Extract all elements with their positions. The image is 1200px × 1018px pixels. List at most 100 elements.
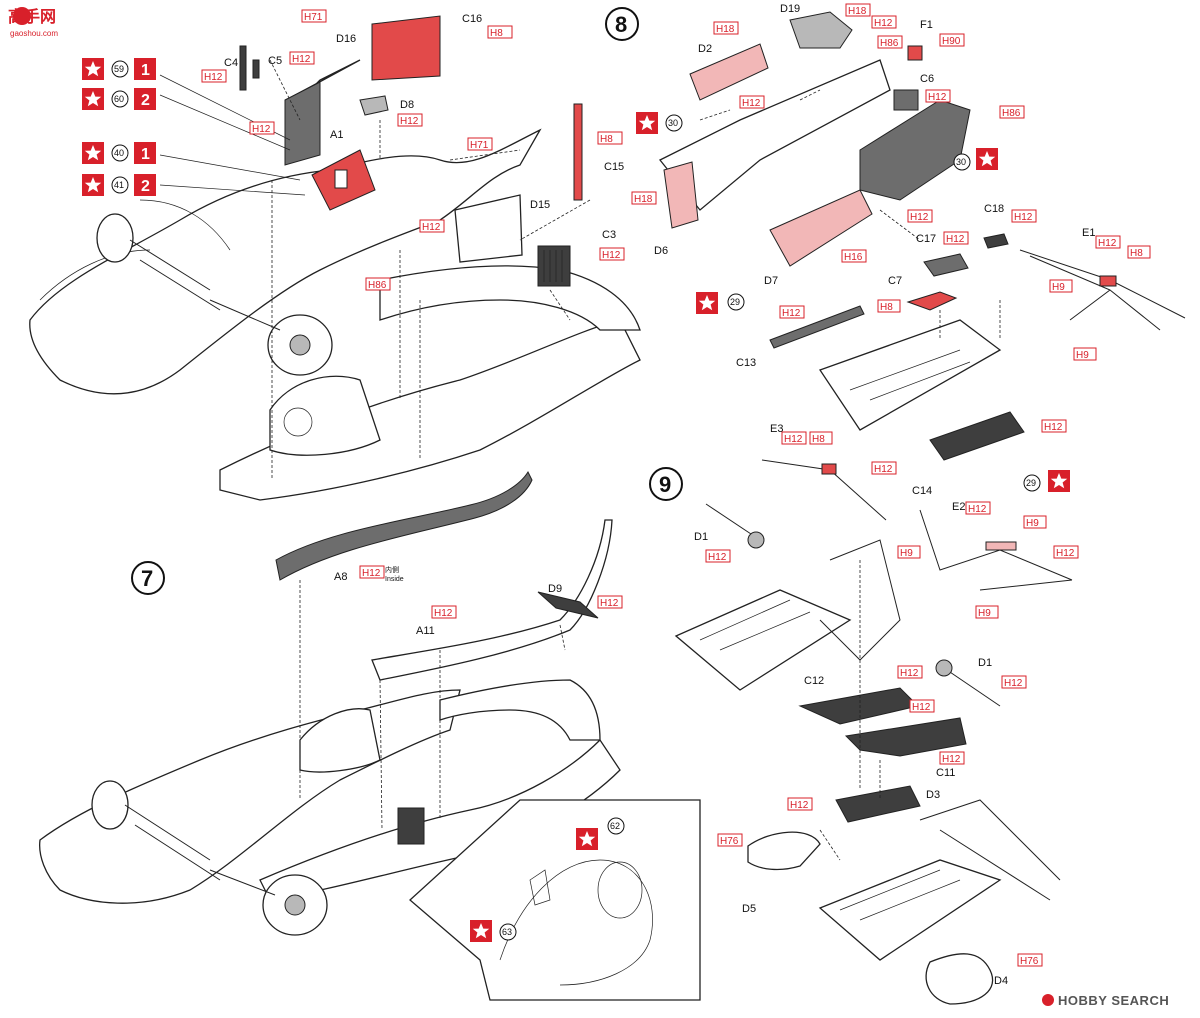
color-H9: H9 [1052, 282, 1065, 293]
drop-guide-lines-step7 [299, 580, 566, 831]
color-H12: H12 [1056, 548, 1075, 559]
label-E1: E1 [1082, 227, 1095, 239]
label-D8: D8 [400, 99, 414, 111]
callout-circle [727, 293, 745, 311]
star-callouts-right: 30 30 29 29 [636, 112, 1070, 492]
label-C14: C14 [912, 485, 932, 497]
label-D6: D6 [654, 245, 668, 257]
part-C18 [983, 233, 1009, 249]
color-H12: H12 [434, 608, 453, 619]
watermark-text: 高手网 [8, 7, 56, 26]
hobby-search-logo-icon [1042, 994, 1054, 1006]
radiator-step7 [397, 807, 425, 845]
label-F1: F1 [920, 19, 933, 31]
decal-2: 2 [141, 92, 150, 109]
label-D19: D19 [780, 3, 800, 15]
watermark-subtext: gaoshou.com [10, 29, 58, 38]
color-H12: H12 [784, 434, 803, 445]
color-H12: H12 [400, 116, 419, 127]
part-C13 [769, 305, 865, 349]
label-D2: D2 [698, 43, 712, 55]
part-D7-pink [769, 189, 873, 267]
callout-circle [665, 114, 683, 132]
radiator-fins [543, 250, 563, 282]
front-wheel-left [96, 213, 134, 263]
star-icon [82, 58, 104, 80]
cockpit-step7 [299, 708, 381, 773]
label-D7: D7 [764, 275, 778, 287]
part-D3 [835, 785, 921, 823]
part-C14 [929, 411, 1025, 461]
steering-wheel-icon [283, 407, 313, 437]
engine-fins-step9 [699, 599, 811, 651]
label-D16: D16 [336, 33, 356, 45]
part-D2-pink [689, 43, 769, 101]
color-H18: H18 [634, 194, 653, 205]
part-labels-left-top: D16 C16 C4 C5 D8 A1 C15 D15 C3 [224, 13, 624, 241]
color-H16: H16 [844, 252, 863, 263]
engine-block-step9 [674, 589, 852, 691]
suspension-arms [129, 239, 281, 331]
cockpit-detail-inset [409, 799, 701, 1001]
D1-joint-right [935, 659, 953, 677]
color-H86: H86 [368, 280, 387, 291]
step-8-gearbox-group [658, 11, 1186, 461]
step-8-body-group: 8 [29, 7, 641, 501]
watermark-logo-icon [13, 7, 31, 25]
front-wing-line [139, 199, 231, 251]
label-C15: C15 [604, 161, 624, 173]
part-D5-exhaust [747, 831, 821, 871]
color-H86: H86 [880, 38, 899, 49]
label-C7: C7 [888, 275, 902, 287]
label-C3: C3 [602, 229, 616, 241]
color-H12: H12 [874, 18, 893, 29]
inset-callouts: 62 63 [470, 817, 625, 942]
label-D15: D15 [530, 199, 550, 211]
label-D9: D9 [548, 583, 562, 595]
wheel-hub-icon [284, 894, 306, 916]
step-number-8: 8 [615, 12, 627, 37]
color-H12: H12 [600, 598, 619, 609]
color-H9: H9 [1026, 518, 1039, 529]
color-H8: H8 [600, 134, 613, 145]
color-H8: H8 [812, 434, 825, 445]
label-C4: C4 [224, 57, 238, 69]
wishbone-red-mount [1099, 275, 1117, 287]
star-icon [82, 174, 104, 196]
callout-29: 29 [1026, 478, 1036, 488]
label-C6: C6 [920, 73, 934, 85]
part-labels-step8-right: D19 D2 F1 C6 D6 D7 C18 C17 E1 C7 C13 C14 [654, 3, 1095, 497]
label-A8: A8 [334, 571, 347, 583]
part-C7-red [906, 291, 958, 311]
color-H71: H71 [470, 140, 489, 151]
star-icon [576, 828, 598, 850]
part-E2-wishbone [919, 509, 1073, 591]
assembly-guide-lines [269, 59, 591, 241]
inside-note-jp: 内側 [385, 565, 399, 574]
label-A11: A11 [416, 625, 435, 637]
color-H12: H12 [204, 72, 223, 83]
decal-1: 1 [141, 146, 150, 163]
rear-suspension-lower [919, 799, 1061, 901]
part-D9 [537, 591, 599, 619]
color-H12: H12 [910, 212, 929, 223]
inside-note-en: Inside [385, 576, 404, 583]
callout-circle [1023, 474, 1041, 492]
part-labels-step7: A8 A11 D9 内側 Inside [334, 565, 562, 637]
part-D1-shaft-right [943, 667, 1001, 707]
label-E2: E2 [952, 501, 965, 513]
label-D5: D5 [742, 903, 756, 915]
color-H76: H76 [1020, 956, 1039, 967]
label-D4: D4 [994, 975, 1008, 987]
step-7-group: 7 [39, 470, 701, 1001]
suspension-arms-step7 [124, 804, 276, 896]
part-E1-wishbone [1019, 249, 1186, 331]
inset-mirror-decal [529, 869, 551, 906]
part-C17 [923, 253, 969, 277]
callout-circle [111, 176, 129, 194]
color-H18: H18 [848, 6, 867, 17]
label-C18: C18 [984, 203, 1004, 215]
color-H18: H18 [716, 24, 735, 35]
decal-tag [134, 58, 156, 80]
